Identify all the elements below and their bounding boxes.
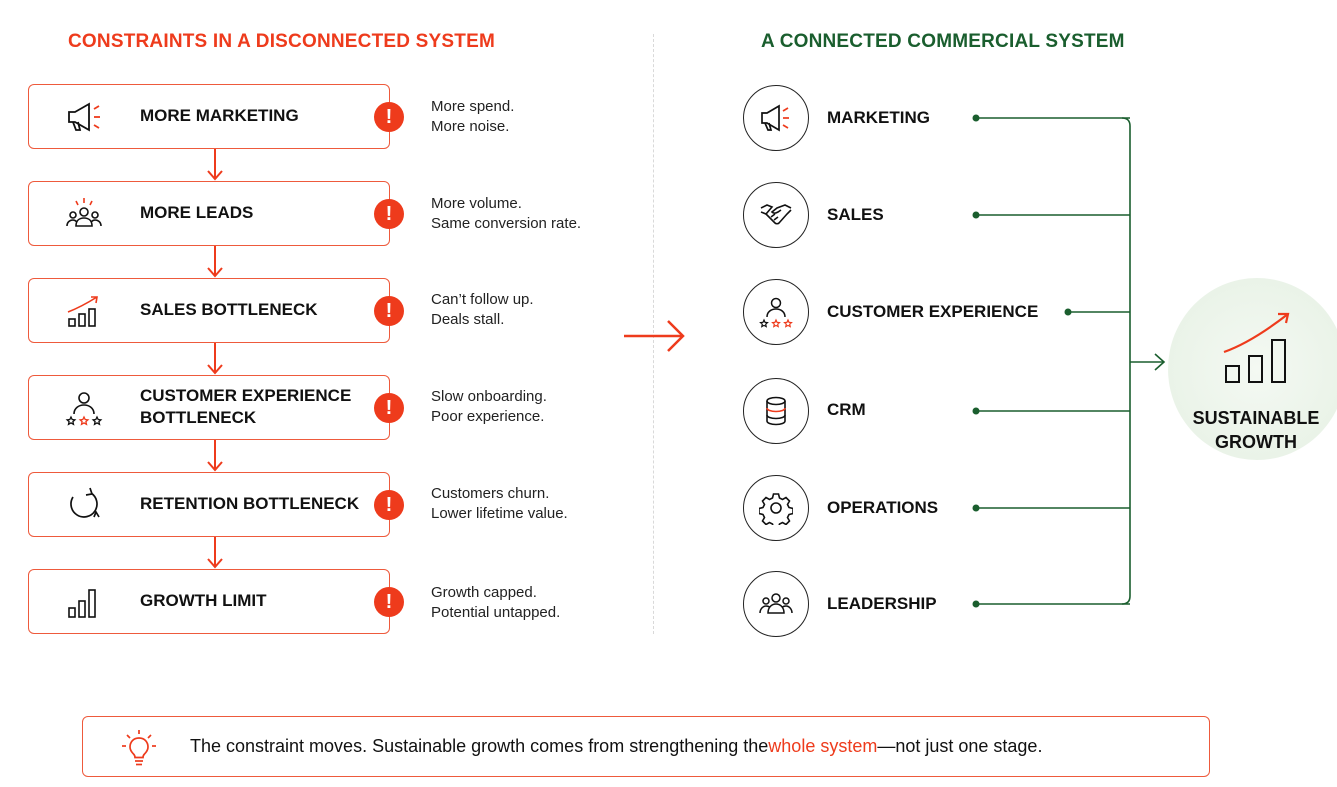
right-heading: A CONNECTED COMMERCIAL SYSTEM: [761, 31, 1125, 52]
constraint-title: MORE LEADS: [140, 203, 254, 222]
system-node-leadership: [743, 571, 809, 637]
constraint-card-growth-limit: GROWTH LIMIT: [28, 569, 390, 634]
database-icon: [766, 396, 786, 426]
system-label-operations: OPERATIONS: [827, 498, 939, 517]
bar-chart-icon: [68, 589, 96, 618]
constraint-title: SALES BOTTLENECK: [140, 300, 318, 319]
handshake-icon: [760, 204, 792, 225]
system-label-crm: CRM: [827, 400, 866, 419]
bar-chart-arrow-icon: [67, 296, 98, 327]
down-arrow-2: [207, 246, 223, 278]
down-arrow-1: [207, 149, 223, 181]
growth-chart-icon: [1223, 312, 1290, 383]
sustainable-growth-node: [1168, 278, 1337, 460]
system-node-crm: [743, 378, 809, 444]
constraint-title: MORE MARKETING: [140, 106, 299, 125]
people-icon: [66, 198, 102, 227]
constraint-card-marketing: MORE MARKETING: [28, 84, 390, 149]
constraint-note: Growth capped.Potential untapped.: [431, 584, 561, 621]
constraint-note: More spend.More noise.: [431, 98, 515, 135]
constraint-card-retention: RETENTION BOTTLENECK: [28, 472, 390, 537]
transition-arrow: [624, 320, 685, 352]
system-label-sales: SALES: [827, 205, 884, 224]
down-arrow-3: [207, 343, 223, 375]
system-label-customer-experience: CUSTOMER EXPERIENCE: [827, 302, 1039, 321]
constraint-title: RETENTION BOTTLENECK: [140, 494, 360, 513]
constraint-card-leads: MORE LEADS: [28, 181, 390, 246]
system-label-leadership: LEADERSHIP: [827, 594, 937, 613]
team-icon: [759, 593, 793, 614]
warning-badge: !: [374, 393, 404, 423]
warning-badge: !: [374, 102, 404, 132]
constraint-note: Slow onboarding.Poor experience.: [431, 388, 547, 425]
section-divider: [653, 34, 654, 634]
warning-badge: !: [374, 587, 404, 617]
footer-callout: The constraint moves. Sustainable growth…: [82, 716, 1210, 777]
system-node-marketing: [743, 85, 809, 151]
customer-rating-icon: [65, 392, 103, 426]
constraint-note: More volume.Same conversion rate.: [431, 195, 582, 232]
down-arrow-4: [207, 440, 223, 472]
connector-dots: [972, 114, 1072, 608]
gear-icon: [759, 493, 793, 525]
constraint-note: Can’t follow up.Deals stall.: [431, 291, 534, 328]
constraint-note: Customers churn.Lower lifetime value.: [431, 485, 568, 522]
green-connectors: [976, 117, 1166, 605]
footer-message: The constraint moves. Sustainable growth…: [190, 735, 1043, 756]
lightbulb-icon: [122, 730, 156, 766]
customer-rating-icon: [759, 297, 793, 328]
megaphone-icon: [761, 104, 789, 132]
warning-badge: !: [374, 296, 404, 326]
constraint-card-customer-experience: CUSTOMER EXPERIENCE BOTTLENECK: [28, 375, 390, 440]
system-label-marketing: MARKETING: [827, 108, 930, 127]
refresh-cycle-icon: [70, 487, 100, 518]
left-heading: CONSTRAINTS IN A DISCONNECTED SYSTEM: [68, 31, 495, 52]
megaphone-icon: [68, 102, 100, 132]
constraint-card-sales: SALES BOTTLENECK: [28, 278, 390, 343]
system-node-customer-experience: [743, 279, 809, 345]
system-node-sales: [743, 182, 809, 248]
constraint-title: CUSTOMER EXPERIENCE BOTTLENECK: [140, 386, 352, 427]
warning-badge: !: [374, 199, 404, 229]
footer-highlight: whole system: [768, 735, 878, 756]
constraint-title: GROWTH LIMIT: [140, 591, 267, 610]
warning-badge: !: [374, 490, 404, 520]
system-node-operations: [743, 475, 809, 541]
down-arrows: [207, 149, 223, 569]
down-arrow-5: [207, 537, 223, 569]
